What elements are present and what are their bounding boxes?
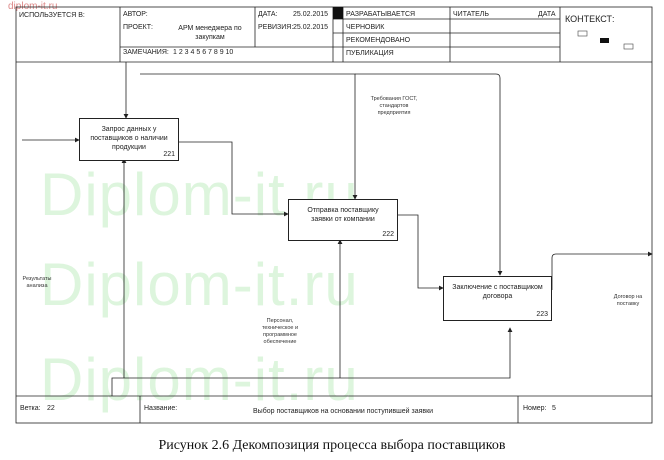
- status-developing: РАЗРАБАТЫВАЕТСЯ: [346, 11, 416, 18]
- node-value: 22: [47, 405, 55, 412]
- status-publication: ПУБЛИКАЦИЯ: [346, 50, 394, 57]
- reader-date-label: ДАТА: [538, 11, 556, 18]
- activity-label: Заключение с поставщиком договора: [452, 284, 543, 300]
- date-label: ДАТА:: [258, 11, 278, 18]
- output-arrow-label: Договор на поставку: [613, 294, 643, 307]
- figure-caption: Рисунок 2.6 Декомпозиция процесса выбора…: [158, 438, 506, 453]
- project-name: АРМ менеджера по закупкам: [178, 25, 242, 41]
- notes-numbers: 1 2 3 4 5 6 7 8 9 10: [173, 49, 234, 56]
- revision-value: 25.02.2015: [293, 24, 329, 31]
- reader-label: ЧИТАТЕЛЬ: [453, 11, 489, 18]
- used-at-label: ИСПОЛЬЗУЕТСЯ В:: [19, 12, 85, 19]
- input-arrow-label: Результаты анализа: [22, 276, 52, 289]
- control-arrow-label: Требования ГОСТ, стандартов предприятия: [370, 96, 418, 116]
- activity-label: Запрос данных у поставщиков о наличии пр…: [90, 126, 168, 151]
- watermark-top-left: diplom-it.ru: [8, 1, 58, 12]
- diagram-name: Выбор поставщиков на основании поступивш…: [253, 408, 434, 415]
- name-label: Название:: [144, 405, 178, 412]
- number-label: Номер:: [523, 405, 547, 412]
- number-value: 5: [552, 405, 556, 412]
- idef0-frame: [15, 6, 653, 424]
- author-label: АВТОР:: [123, 11, 148, 18]
- node-label: Ветка:: [20, 405, 41, 412]
- activity-number: 222: [382, 231, 394, 238]
- revision-label: РЕВИЗИЯ:: [258, 24, 294, 31]
- watermark-line-2: Diplom-it.ru: [40, 251, 359, 318]
- activity-number: 223: [536, 311, 548, 318]
- activity-box-223[interactable]: Заключение с поставщиком договора 223: [443, 276, 552, 321]
- status-recommended: РЕКОМЕНДОВАНО: [346, 37, 411, 44]
- activity-box-222[interactable]: Отправка поставщику заявки от компании 2…: [288, 199, 398, 241]
- status-draft: ЧЕРНОВИК: [346, 24, 385, 31]
- notes-label: ЗАМЕЧАНИЯ:: [123, 49, 169, 56]
- mechanism-arrow-label: Персонал, техническое и программное обес…: [261, 318, 299, 345]
- context-label: КОНТЕКСТ:: [565, 14, 615, 24]
- project-label: ПРОЕКТ:: [123, 24, 153, 31]
- activity-number: 221: [163, 151, 175, 158]
- activity-box-221[interactable]: Запрос данных у поставщиков о наличии пр…: [79, 118, 179, 161]
- date-value: 25.02.2015: [293, 11, 329, 18]
- activity-label: Отправка поставщику заявки от компании: [307, 207, 379, 223]
- watermark-line-3: Diplom-it.ru: [40, 346, 359, 413]
